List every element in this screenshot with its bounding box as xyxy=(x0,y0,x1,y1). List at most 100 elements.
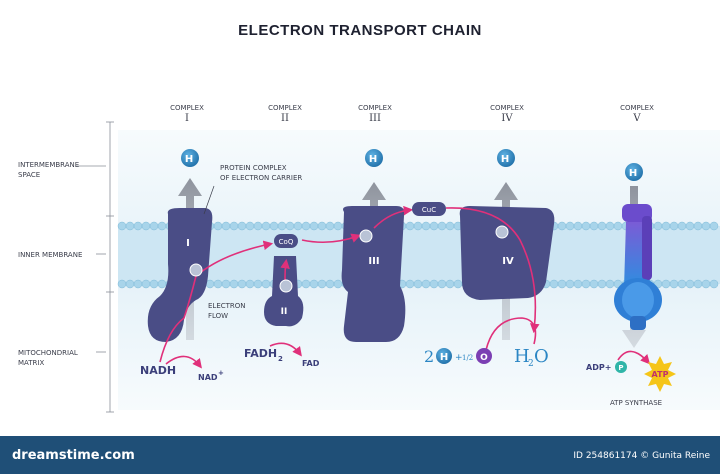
oxygen-circle xyxy=(476,348,492,364)
oxygen-symbol: O xyxy=(480,353,488,363)
lipid-head xyxy=(589,221,599,231)
lipid-head xyxy=(413,221,423,231)
complex-4-header: COMPLEX IV xyxy=(472,104,542,124)
lipid-head xyxy=(549,279,559,289)
lipid-head xyxy=(253,221,263,231)
lipid-head xyxy=(285,221,295,231)
footer-credit: ID 254861174 © Gunita Reine xyxy=(573,451,710,461)
electron-flow-line-1: ELECTRON xyxy=(208,302,246,310)
lipid-head xyxy=(405,279,415,289)
region-bracket xyxy=(76,121,114,413)
complex-1-numeral: I xyxy=(185,113,189,124)
phosphate-circle xyxy=(615,361,627,373)
lipid-head xyxy=(709,279,719,289)
lipid-head xyxy=(613,221,623,231)
lipid-head xyxy=(605,279,615,289)
lipid-head xyxy=(117,221,127,231)
lipid-head xyxy=(261,221,271,231)
lipid-head xyxy=(229,221,239,231)
flow-adp-to-atp xyxy=(617,350,651,365)
complex-4-shape xyxy=(459,206,555,300)
lipid-head xyxy=(149,221,159,231)
nadh-label: NADH xyxy=(140,364,176,377)
lipid-head xyxy=(269,221,279,231)
lipid-head xyxy=(229,279,239,289)
water-proton-circle xyxy=(436,348,452,364)
complex-1-label: COMPLEX xyxy=(170,104,204,112)
proton-1: H xyxy=(181,149,199,167)
proton-3: H xyxy=(365,149,383,167)
protein-complex-line-1: PROTEIN COMPLEX xyxy=(220,164,287,172)
lipid-head xyxy=(581,279,591,289)
lipid-head xyxy=(677,279,687,289)
lipid-head xyxy=(317,221,327,231)
complex-3-label: COMPLEX xyxy=(358,104,392,112)
lipid-head xyxy=(133,221,143,231)
complex-3-header: COMPLEX III xyxy=(340,104,410,124)
proton-3-symbol: H xyxy=(369,154,377,165)
protein-complex-pointer xyxy=(203,185,215,215)
water-sub: 2 xyxy=(528,359,534,369)
lipid-head xyxy=(565,221,575,231)
lipid-head xyxy=(333,279,343,289)
footer-logo[interactable]: dreamstime.com xyxy=(12,448,135,463)
lipid-head xyxy=(325,221,335,231)
lipid-head xyxy=(141,221,151,231)
complex-5-label: COMPLEX xyxy=(620,104,654,112)
lipid-head xyxy=(421,221,431,231)
lipid-head xyxy=(557,221,567,231)
water-o: O xyxy=(534,346,549,367)
flow-cyc-to-iv xyxy=(445,207,540,334)
lipid-head xyxy=(413,279,423,289)
complex-1-body-numeral: I xyxy=(186,238,190,249)
complex-2-body-numeral: II xyxy=(281,307,288,317)
complex-4-label: COMPLEX xyxy=(490,104,524,112)
lipid-head xyxy=(125,279,135,289)
lipid-head xyxy=(437,221,447,231)
fadh2-subscript: 2 xyxy=(278,355,283,363)
protein-complex-line-2: OF ELECTRON CARRIER xyxy=(220,174,302,182)
lipid-head xyxy=(437,279,447,289)
complex-3-numeral: III xyxy=(369,113,381,124)
footer-bar: dreamstime.com ID 254861174 © Gunita Rei… xyxy=(0,436,720,474)
complex-2-label: COMPLEX xyxy=(268,104,302,112)
lipid-head xyxy=(253,279,263,289)
fad-label: FAD xyxy=(302,359,320,368)
carrier-2 xyxy=(279,279,293,293)
lipid-head xyxy=(581,221,591,231)
complex-5-numeral: V xyxy=(633,113,641,124)
lipid-head xyxy=(701,221,711,231)
proton-4-symbol: H xyxy=(501,154,509,165)
lipid-head xyxy=(405,221,415,231)
flow-coq-to-iii xyxy=(301,233,362,244)
coq-label: CoQ xyxy=(279,238,294,246)
lipid-head xyxy=(653,221,663,231)
lipid-head xyxy=(301,221,311,231)
mitochondrial-matrix-label: MITOCHONDRIAL MATRIX xyxy=(18,348,98,368)
lipid-head xyxy=(221,279,231,289)
proton-4: H xyxy=(497,149,515,167)
lipid-head xyxy=(421,279,431,289)
lipid-head xyxy=(573,279,583,289)
lipid-head xyxy=(677,221,687,231)
lipid-head xyxy=(309,279,319,289)
lipid-head xyxy=(325,279,335,289)
flow-iii-to-cyc xyxy=(373,205,414,229)
lipid-head xyxy=(685,221,695,231)
complex-2-header: COMPLEX II xyxy=(250,104,320,124)
lipid-head xyxy=(141,279,151,289)
lipid-head xyxy=(701,279,711,289)
lipid-head xyxy=(261,279,271,289)
lipid-head xyxy=(237,221,247,231)
lipid-head xyxy=(597,279,607,289)
intermembrane-line-1: INTERMEMBRANE xyxy=(18,161,80,169)
complex-3-shape xyxy=(341,206,406,342)
matrix-line-2: MATRIX xyxy=(18,359,45,367)
electron-flow-line-2: FLOW xyxy=(208,312,228,320)
lipid-head xyxy=(709,221,719,231)
lipid-head xyxy=(125,221,135,231)
flow-oxygen-to-water xyxy=(485,317,537,351)
lipid-head xyxy=(605,221,615,231)
water-plus: + xyxy=(455,353,463,363)
lipid-head xyxy=(557,279,567,289)
